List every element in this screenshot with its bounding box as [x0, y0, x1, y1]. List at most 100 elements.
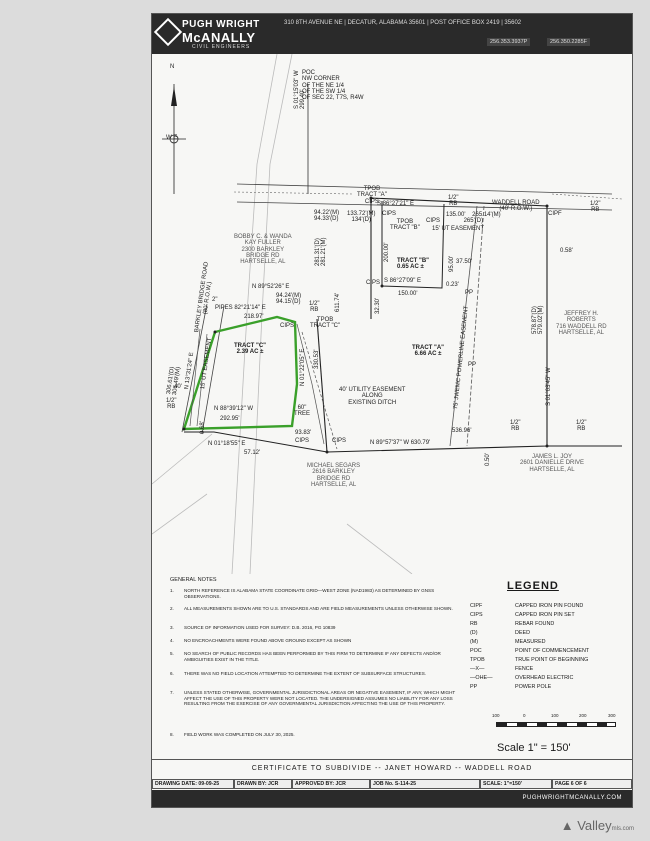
firm-website: PUGHWRIGHTMCANALLY.COM [522, 795, 622, 801]
tree-label: 60" TREE [294, 405, 311, 418]
note-item: 4. NO ENCROACHMENTS WERE FOUND ABOVE GROU… [170, 638, 470, 644]
legend-code: (D) [470, 630, 478, 636]
dim-200: 200.00' [384, 242, 390, 263]
dim-9424: 94.24'(M) 94.15'(D) [276, 293, 302, 306]
rb-half-5: 1/2" RB [510, 420, 521, 433]
mls-logo-icon: ▲ [560, 818, 574, 833]
bearing-east: S 01°03'45" W [546, 367, 552, 406]
tract-c-label: TRACT "C" 2.39 AC ± [234, 343, 267, 356]
tpob-tract-b: TPOB TRACT "B" [390, 219, 420, 232]
legend-code: CIPS [470, 612, 483, 618]
job-number: JOB No. S-114-25 [370, 779, 480, 789]
title-block [152, 759, 632, 807]
drawing-scale: SCALE: 1"=150' [480, 779, 552, 789]
scale-tick: 0 [523, 713, 526, 718]
scale-tick: 300 [608, 713, 616, 718]
dim-058: 0.58' [560, 248, 573, 254]
note-item: 2. ALL MEASUREMENTS SHOWN ARE TO U.S. STA… [170, 606, 470, 612]
tpob-tract-c: TPOB TRACT "C" [310, 317, 341, 330]
pipe-bearing: PIPES 82°21'14" E [215, 305, 266, 311]
dim-050: 0.50' [485, 453, 491, 466]
dim-3230: 32.30' [375, 297, 381, 314]
note-text: NO SEARCH OF PUBLIC RECORDS HAS BEEN PER… [184, 651, 441, 662]
legend-code: POC [470, 648, 482, 654]
dim-023: 0.23' [446, 282, 459, 288]
watermark-sub: mls.com [611, 826, 634, 832]
dim-281: 281.31'(D) 281.21'(M) [315, 237, 328, 267]
util-15: 15' UT EASEMENT [432, 226, 485, 232]
watermark-brand: Valley [577, 818, 612, 833]
legend-code: TPOB [470, 657, 485, 663]
util-40-label: 40' UTILITY EASEMENT ALONG EXISTING DITC… [339, 387, 406, 406]
note-number: 2. [170, 606, 174, 611]
top-bearing: S 86°27'21" E [377, 201, 415, 207]
note-number: 7. [170, 690, 174, 695]
note-number: 3. [170, 625, 174, 630]
tract-b-label: TRACT "B" 0.65 AC ± [397, 258, 430, 271]
dim-536: 536.96' [452, 428, 472, 434]
legend-row: —OHE—OVERHEAD ELECTRIC [470, 675, 630, 681]
north-arrow-label: N [170, 64, 175, 70]
legend-row: (M)MEASURED [470, 639, 630, 645]
title-block-title: CERTIFICATE TO SUBDIVIDE -- JANET HOWARD… [251, 765, 533, 772]
valley-mls-watermark: ▲ Valleymls.com [561, 818, 634, 833]
rb-half-1: 1/2" RB [448, 195, 459, 208]
note-text: FIELD WORK WAS COMPLETED ON JULY 30, 202… [184, 732, 295, 737]
title-block-footer [152, 790, 632, 807]
legend-desc: POWER POLE [515, 684, 552, 690]
scale-bar-graphic [496, 722, 616, 727]
firm-phone: 256.353.3937P [487, 38, 531, 46]
note-number: 5. [170, 651, 174, 656]
dim-611: 611.74' [335, 292, 341, 312]
page-number: PAGE 6 OF 6 [552, 779, 632, 789]
waddell-road-label: WADDELL ROAD (40' R.O.W.) [492, 200, 540, 213]
legend-row: CIPS CAPPED IRON PIN SET [470, 612, 630, 618]
legend-desc: CAPPED IRON PIN SET [515, 612, 575, 618]
firm-address: 310 8TH AVENUE NE | DECATUR, ALABAMA 356… [284, 20, 522, 26]
dim-3750: 37.50' [456, 259, 473, 265]
firm-name-line2: McANALLY [182, 30, 256, 45]
legend-desc: TRUE POINT OF BEGINNING [515, 657, 589, 663]
cipf-label: CIPF [548, 211, 562, 217]
dim-94: 94.22'(M) 94.33'(D) [314, 210, 340, 223]
rb-half-6: 1/2" RB [576, 420, 587, 433]
legend-desc: POINT OF COMMENCEMENT [515, 648, 590, 654]
drawing-date: DRAWING DATE: 09-09-25 [152, 779, 234, 789]
note-number: 4. [170, 638, 174, 643]
dim-150: 150.00' [398, 291, 418, 297]
general-notes-title: GENERAL NOTES [170, 577, 217, 583]
legend-row: —X—FENCE [470, 666, 630, 672]
cips-1: CIPS [382, 211, 397, 217]
dim-95: 95.00' [449, 255, 455, 272]
dim-068: 0.68' [200, 421, 206, 434]
dim-40: 40' [174, 384, 182, 390]
note-text: THERE WAS NO FIELD LOCATION ATTEMPTED TO… [184, 671, 427, 676]
note-item: 8. FIELD WORK WAS COMPLETED ON JULY 30, 2… [170, 732, 470, 738]
legend-code: —OHE— [470, 675, 493, 681]
legend-row: POC POINT OF COMMENCEMENT [470, 648, 630, 654]
cips-6: CIPS [332, 438, 347, 444]
legend-title: LEGEND [507, 580, 559, 592]
note-text: ALL MEASUREMENTS SHOWN ARE TO U.S. STAND… [184, 606, 453, 611]
owner-fuller: BOBBY C. & WANDA KAY FULLER 2300 BARKLEY… [234, 234, 292, 266]
note-number: 8. [170, 732, 174, 737]
note-text: SOURCE OF INFORMATION USED FOR SURVEY: D… [184, 625, 336, 630]
tpob-tract-a: TPOB TRACT "A" CIPS [357, 186, 387, 205]
bearing-tract-b: S 86°27'09" E [384, 278, 422, 284]
legend-code: (M) [470, 639, 479, 645]
rb-half-4: 1/2" RB [166, 398, 177, 411]
scale-tick: 100 [492, 713, 500, 718]
owner-joy: JAMES L. JOY 2601 DANIELLE DRIVE HARTSEL… [520, 454, 585, 473]
drawn-by: DRAWN BY: JCR [234, 779, 292, 789]
road-dims: 135.00' 265.14'(M) 265'(D) [446, 212, 501, 225]
note-item: 6.THERE WAS NO FIELD LOCATION ATTEMPTED … [170, 671, 470, 677]
note-text: NO ENCROACHMENTS WERE FOUND ABOVE GROUND… [184, 638, 352, 643]
dim-330: 330.53' [314, 349, 320, 370]
header-band [152, 14, 632, 54]
bearing-89: N 89°52'26" E [252, 284, 290, 290]
legend-code: CIPF [470, 603, 483, 609]
legend-desc: REBAR FOUND [515, 621, 555, 627]
